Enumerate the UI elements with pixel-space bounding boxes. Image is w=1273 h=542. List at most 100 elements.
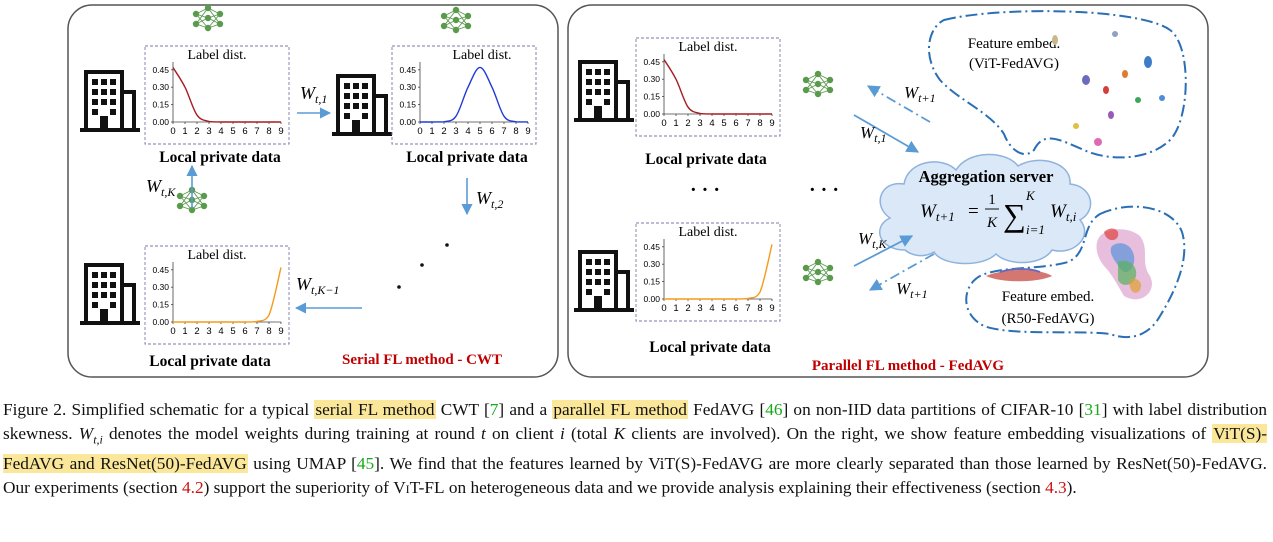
x-tick-label: 2	[441, 126, 446, 137]
parallel-title: Parallel FL method - FedAVG	[812, 358, 1005, 374]
x-tick-label: 2	[194, 326, 199, 337]
distribution-line	[172, 67, 281, 123]
chart-title: Label dist.	[678, 225, 737, 240]
x-tick-label: 8	[266, 326, 271, 337]
building-icon	[78, 70, 142, 134]
x-tick-label: 8	[757, 118, 762, 129]
section-link[interactable]: 4.2	[182, 478, 204, 498]
weight-label: Wt,1	[300, 83, 327, 106]
y-tick-label: 0.15	[643, 92, 660, 102]
chart-title: Label dist.	[187, 248, 246, 263]
x-tick-label: 0	[170, 126, 175, 137]
svg-text:Wt+1: Wt+1	[920, 201, 955, 224]
y-tick-label: 0.30	[643, 259, 660, 269]
svg-text:Wt,i: Wt,i	[1050, 201, 1077, 224]
x-tick-label: 8	[757, 303, 762, 314]
x-tick-label: 6	[733, 303, 738, 314]
x-tick-label: 5	[721, 303, 726, 314]
neural-network-icon	[802, 70, 834, 98]
distribution-line	[173, 267, 282, 323]
distribution-line	[663, 59, 772, 115]
x-tick-label: 9	[769, 118, 774, 129]
arrow-download-k	[868, 253, 935, 291]
neural-network-icon	[802, 258, 834, 286]
x-tick-label: 2	[685, 303, 690, 314]
y-tick-label: 0.00	[399, 117, 416, 127]
x-tick-label: 5	[230, 326, 235, 337]
chart-title: Label dist.	[678, 40, 737, 55]
citation-link[interactable]: 45	[356, 454, 375, 474]
x-tick-label: 7	[745, 118, 750, 129]
x-tick-label: 4	[709, 303, 714, 314]
x-tick-label: 6	[242, 126, 247, 137]
x-tick-label: 6	[733, 118, 738, 129]
arrow-download-1	[866, 85, 931, 123]
r50-embedding-region	[965, 205, 1186, 339]
x-tick-label: 0	[661, 303, 666, 314]
arrow-upload-k	[853, 235, 914, 267]
x-tick-label: 4	[218, 326, 223, 337]
client-caption: Local private data	[149, 353, 271, 370]
x-tick-label: 1	[182, 126, 187, 137]
citation-link[interactable]: 46	[765, 400, 783, 419]
client-caption: Local private data	[159, 149, 281, 166]
svg-text:K: K	[986, 215, 998, 231]
y-tick-label: 0.00	[643, 294, 660, 304]
x-tick-label: 4	[465, 126, 470, 137]
x-tick-label: 7	[254, 126, 259, 137]
x-tick-label: 4	[218, 126, 223, 137]
section-link[interactable]: 4.3	[1045, 478, 1067, 498]
neural-network-icon	[440, 6, 472, 34]
y-tick-label: 0.15	[643, 277, 660, 287]
x-tick-label: 2	[685, 118, 690, 129]
x-tick-label: 6	[489, 126, 494, 137]
svg-text:K: K	[1025, 188, 1036, 203]
building-icon	[330, 74, 394, 138]
weight-label: Wt,K	[146, 176, 176, 199]
chart-title: Label dist.	[187, 48, 246, 63]
chart-frame	[635, 222, 781, 322]
weight-label: Wt+1	[904, 83, 936, 105]
x-tick-label: 9	[769, 303, 774, 314]
x-tick-label: 6	[242, 326, 247, 337]
r50-embedding-clusters	[986, 228, 1152, 300]
chart-frame	[635, 37, 781, 137]
citation-link[interactable]: 31	[1084, 400, 1102, 419]
building-icon	[572, 250, 636, 314]
x-tick-label: 2	[194, 126, 199, 137]
x-tick-label: 7	[254, 326, 259, 337]
y-tick-label: 0.45	[152, 265, 169, 275]
chart-frame	[144, 45, 290, 145]
x-tick-label: 7	[745, 303, 750, 314]
x-tick-label: 9	[525, 126, 530, 137]
building-icon	[78, 263, 142, 327]
serial-title: Serial FL method - CWT	[342, 352, 502, 368]
client-caption: Local private data	[406, 149, 528, 166]
vit-embedding-region	[927, 10, 1187, 159]
y-tick-label: 0.30	[152, 282, 169, 292]
embed-r50-label: (R50-FedAVG)	[1001, 311, 1094, 327]
x-tick-label: 1	[429, 126, 434, 137]
distribution-line	[664, 244, 773, 300]
arrow-upload-1	[853, 114, 920, 153]
embed-vit-label: (ViT-FedAVG)	[969, 56, 1059, 72]
x-tick-label: 3	[697, 303, 702, 314]
svg-text:1: 1	[988, 192, 996, 208]
parallel-panel	[567, 4, 1209, 378]
ellipsis-dot	[420, 263, 424, 267]
ellipsis-dot	[445, 243, 449, 247]
svg-text:=: =	[968, 201, 979, 222]
citation-link[interactable]: 7	[489, 400, 499, 419]
chart-title: Label dist.	[452, 48, 511, 63]
y-tick-label: 0.45	[152, 65, 169, 75]
x-tick-label: 4	[709, 118, 714, 129]
x-tick-label: 0	[170, 326, 175, 337]
x-tick-label: 8	[266, 126, 271, 137]
x-tick-label: 5	[477, 126, 482, 137]
figure-caption: Figure 2. Simplified schematic for a typ…	[3, 400, 1268, 498]
y-tick-label: 0.00	[643, 109, 660, 119]
